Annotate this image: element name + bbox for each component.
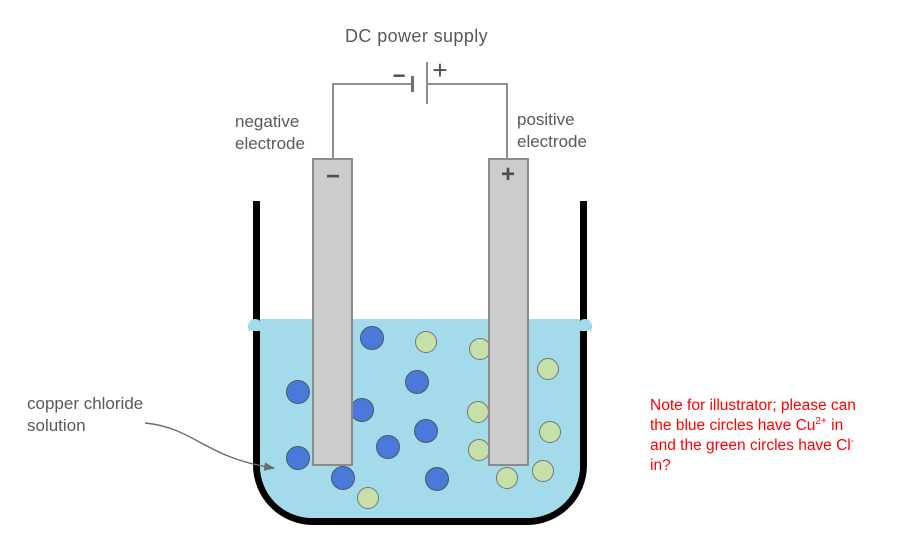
wire-right-horizontal xyxy=(427,83,508,85)
note-line3: and the green circles have Cl- xyxy=(650,435,855,454)
solution-label: copper chloride solution xyxy=(27,393,143,436)
negative-electrode xyxy=(312,158,353,466)
positive-electrode-label: positive electrode xyxy=(517,109,587,152)
battery-long-plate-icon xyxy=(426,62,428,104)
diagram-title: DC power supply xyxy=(345,26,489,46)
cu-charge-superscript: 2+ xyxy=(815,415,827,427)
cl-charge-superscript: - xyxy=(850,435,855,447)
solution-surface-right-edge xyxy=(578,319,592,331)
negative-electrode-symbol: − xyxy=(325,163,340,190)
positive-electrode-label-line2: electrode xyxy=(517,131,587,151)
solution-surface-left-edge xyxy=(248,319,262,331)
note-line4: in? xyxy=(650,457,671,474)
positive-electrode-label-line1: positive xyxy=(517,110,575,129)
negative-electrode-label-line2: electrode xyxy=(235,133,305,153)
wire-left-vertical xyxy=(332,83,334,159)
positive-electrode-symbol: + xyxy=(500,161,515,188)
negative-electrode-label-line1: negative xyxy=(235,112,300,131)
note-line2: the blue circles have Cu2+ in xyxy=(650,415,844,434)
solution-label-line2: solution xyxy=(27,415,86,435)
negative-electrode-label: negative electrode xyxy=(235,111,305,154)
illustrator-note: Note for illustrator; please can the blu… xyxy=(650,396,895,476)
wire-left-horizontal xyxy=(332,83,413,85)
battery-short-plate-icon xyxy=(411,76,414,92)
solution-label-line1: copper chloride xyxy=(27,394,144,413)
beaker xyxy=(253,201,587,525)
positive-electrode xyxy=(488,158,529,466)
battery-plus-symbol: + xyxy=(432,55,448,85)
note-line1: Note for illustrator; please can xyxy=(650,397,856,414)
battery-minus-symbol: − xyxy=(392,63,406,88)
wire-right-vertical xyxy=(506,83,508,159)
